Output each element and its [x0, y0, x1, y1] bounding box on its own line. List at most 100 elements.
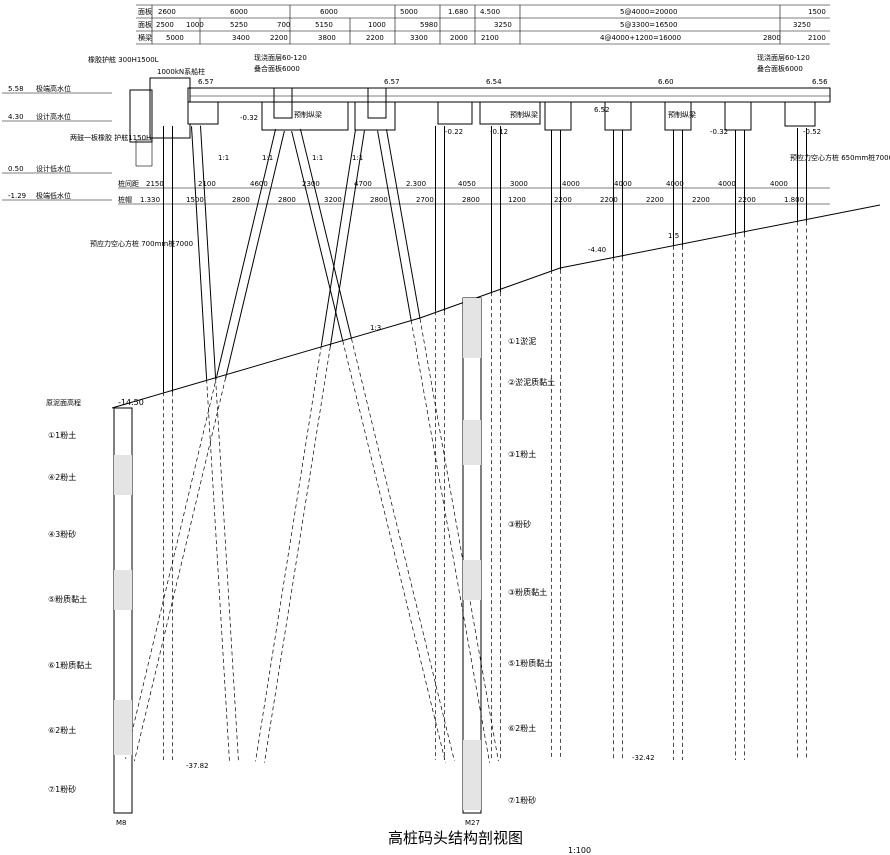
- deck-elevations: 6.57 6.57 6.54 6.60 6.56 6.52 -0.32 -0.2…: [198, 78, 828, 136]
- dim-cell: 5000: [166, 34, 184, 42]
- soil-layer: ①1淤泥: [508, 336, 536, 346]
- spacing-value: 4600: [250, 180, 268, 188]
- dimension-table: 面板 面板 横梁 2600 6000 6000 5000 1.680 4.500…: [136, 4, 830, 45]
- slope-ratio: 1:5: [668, 232, 679, 240]
- seabed-elevation: -4.40: [588, 246, 606, 254]
- dim-cell: 5@4000=20000: [620, 8, 677, 16]
- elevation-mark: 6.57: [384, 78, 400, 86]
- cap-value: 2200: [738, 196, 756, 204]
- seabed-elevation: -14.50: [118, 398, 144, 407]
- pile: [255, 129, 365, 763]
- dim-cell: 2200: [270, 34, 288, 42]
- beam-label: 预制纵梁: [668, 110, 696, 119]
- cap-value: 1500: [186, 196, 204, 204]
- soil-layer: ⑦1粉砂: [508, 795, 536, 805]
- bollard-label: 1000kN系船柱: [157, 67, 205, 76]
- pile: [735, 130, 745, 760]
- pile-tip-elevation: -32.42: [632, 754, 655, 762]
- slab-left2-label: 叠合面板6000: [254, 64, 300, 73]
- beam-elevation: -0.52: [803, 128, 821, 136]
- level-label: 极端低水位: [36, 191, 71, 200]
- dim-cell: 1000: [186, 21, 204, 29]
- dim-row1-label: 面板: [138, 7, 152, 16]
- elevation-mark: 6.52: [594, 106, 610, 114]
- cap-value: 2800: [370, 196, 388, 204]
- cap-value: 2800: [232, 196, 250, 204]
- cap-value: 2200: [600, 196, 618, 204]
- dim-cell: 1500: [808, 8, 826, 16]
- soil-layer: ②淤泥质黏土: [508, 377, 555, 387]
- soil-layer: ⑥2粉土: [508, 723, 536, 733]
- dim-cell: 2200: [366, 34, 384, 42]
- dim-cell: 3400: [232, 34, 250, 42]
- dim-row2-label: 面板: [138, 20, 152, 29]
- pile-right-label: 预应力空心方桩 650mm桩7000: [790, 153, 890, 162]
- row-label: 桩帽: [118, 195, 132, 204]
- cap-value: 1.330: [140, 196, 160, 204]
- spacing-value: 2.300: [406, 180, 426, 188]
- dim-row1: 2600 6000 6000 5000 1.680 4.500 5@4000=2…: [158, 8, 826, 16]
- soil-layer: ⑥2粉土: [48, 725, 76, 735]
- rake-ratio: 1:1: [262, 154, 273, 162]
- level-label: 设计高水位: [36, 112, 71, 121]
- soil-layer: ③粉质黏土: [508, 587, 547, 597]
- beam-elevation: -0.32: [710, 128, 728, 136]
- dim-cell: 2100: [481, 34, 499, 42]
- pile: [377, 129, 499, 763]
- elevation-mark: 6.54: [486, 78, 502, 86]
- elevation-mark: 6.56: [812, 78, 828, 86]
- pile-tips: -37.82 -32.42: [186, 754, 655, 770]
- spacing-value: 3000: [510, 180, 528, 188]
- level-value: 0.50: [8, 165, 24, 173]
- water-levels: 5.58 极端高水位 4.30 设计高水位 0.50 设计低水位 -1.29 极…: [2, 84, 112, 201]
- spacing-value: 4000: [718, 180, 736, 188]
- dim-cell: 3800: [318, 34, 336, 42]
- dim-cell: 5@3300=16500: [620, 21, 677, 29]
- dim-cell: 2800: [763, 34, 781, 42]
- cap-value: 1.800: [784, 196, 804, 204]
- dim-cell: 5250: [230, 21, 248, 29]
- pile: [191, 125, 239, 763]
- pile: [551, 130, 561, 760]
- dim-cell: 4.500: [480, 8, 500, 16]
- bore-id: M8: [116, 819, 127, 827]
- dim-cell: 1000: [368, 21, 386, 29]
- dim-row3-label: 横梁: [138, 33, 152, 42]
- dim-cell: 6000: [230, 8, 248, 16]
- dim-cell: 3250: [494, 21, 512, 29]
- pile-left-label: 预应力空心方桩 700mm桩7000: [90, 239, 193, 248]
- soil-layer: ④3粉砂: [48, 529, 76, 539]
- dim-cell: 1.680: [448, 8, 468, 16]
- borehole-left: M8 ①1粉土 ④2粉土 ④3粉砂 ⑤粉质黏土 ⑥1粉质黏土 ⑥2粉土 ⑦1粉砂: [48, 407, 133, 827]
- deck: [129, 77, 831, 167]
- pile: [163, 126, 173, 760]
- rake-ratios: 1:1 1:1 1:1 1:1: [218, 154, 363, 162]
- pile: [291, 128, 455, 764]
- elevation-mark: 6.60: [658, 78, 674, 86]
- rake-ratio: 1:1: [312, 154, 323, 162]
- spacing-value: 4000: [562, 180, 580, 188]
- spacing-value: 2150: [146, 180, 164, 188]
- level-label: 设计低水位: [36, 164, 71, 173]
- soil-layer: ⑥1粉质黏土: [48, 660, 92, 670]
- cap-value: 2200: [692, 196, 710, 204]
- dim-cell: 2100: [808, 34, 826, 42]
- armor-label: 两鼓一板橡胶 护舷1150H: [70, 133, 151, 142]
- dim-cell: 700: [277, 21, 290, 29]
- seabed-label: 原泥面高程: [46, 398, 81, 407]
- pile: [613, 130, 623, 760]
- fender-label: 橡胶护舷 300H1500L: [88, 55, 159, 64]
- dim-cell: 2600: [158, 8, 176, 16]
- cap-value: 2800: [278, 196, 296, 204]
- beam-label: 预制纵梁: [510, 110, 538, 119]
- slope-ratio: 1:3: [370, 324, 381, 332]
- bore-id: M27: [465, 819, 480, 827]
- level-label: 极端高水位: [36, 84, 71, 93]
- dim-cell: 3250: [793, 21, 811, 29]
- beam-elevation: -0.22: [445, 128, 463, 136]
- soil-layer: ⑤1粉质黏土: [508, 658, 552, 668]
- spacing-value: 2300: [302, 180, 320, 188]
- pile: [491, 126, 501, 760]
- spacing-value: 4700: [354, 180, 372, 188]
